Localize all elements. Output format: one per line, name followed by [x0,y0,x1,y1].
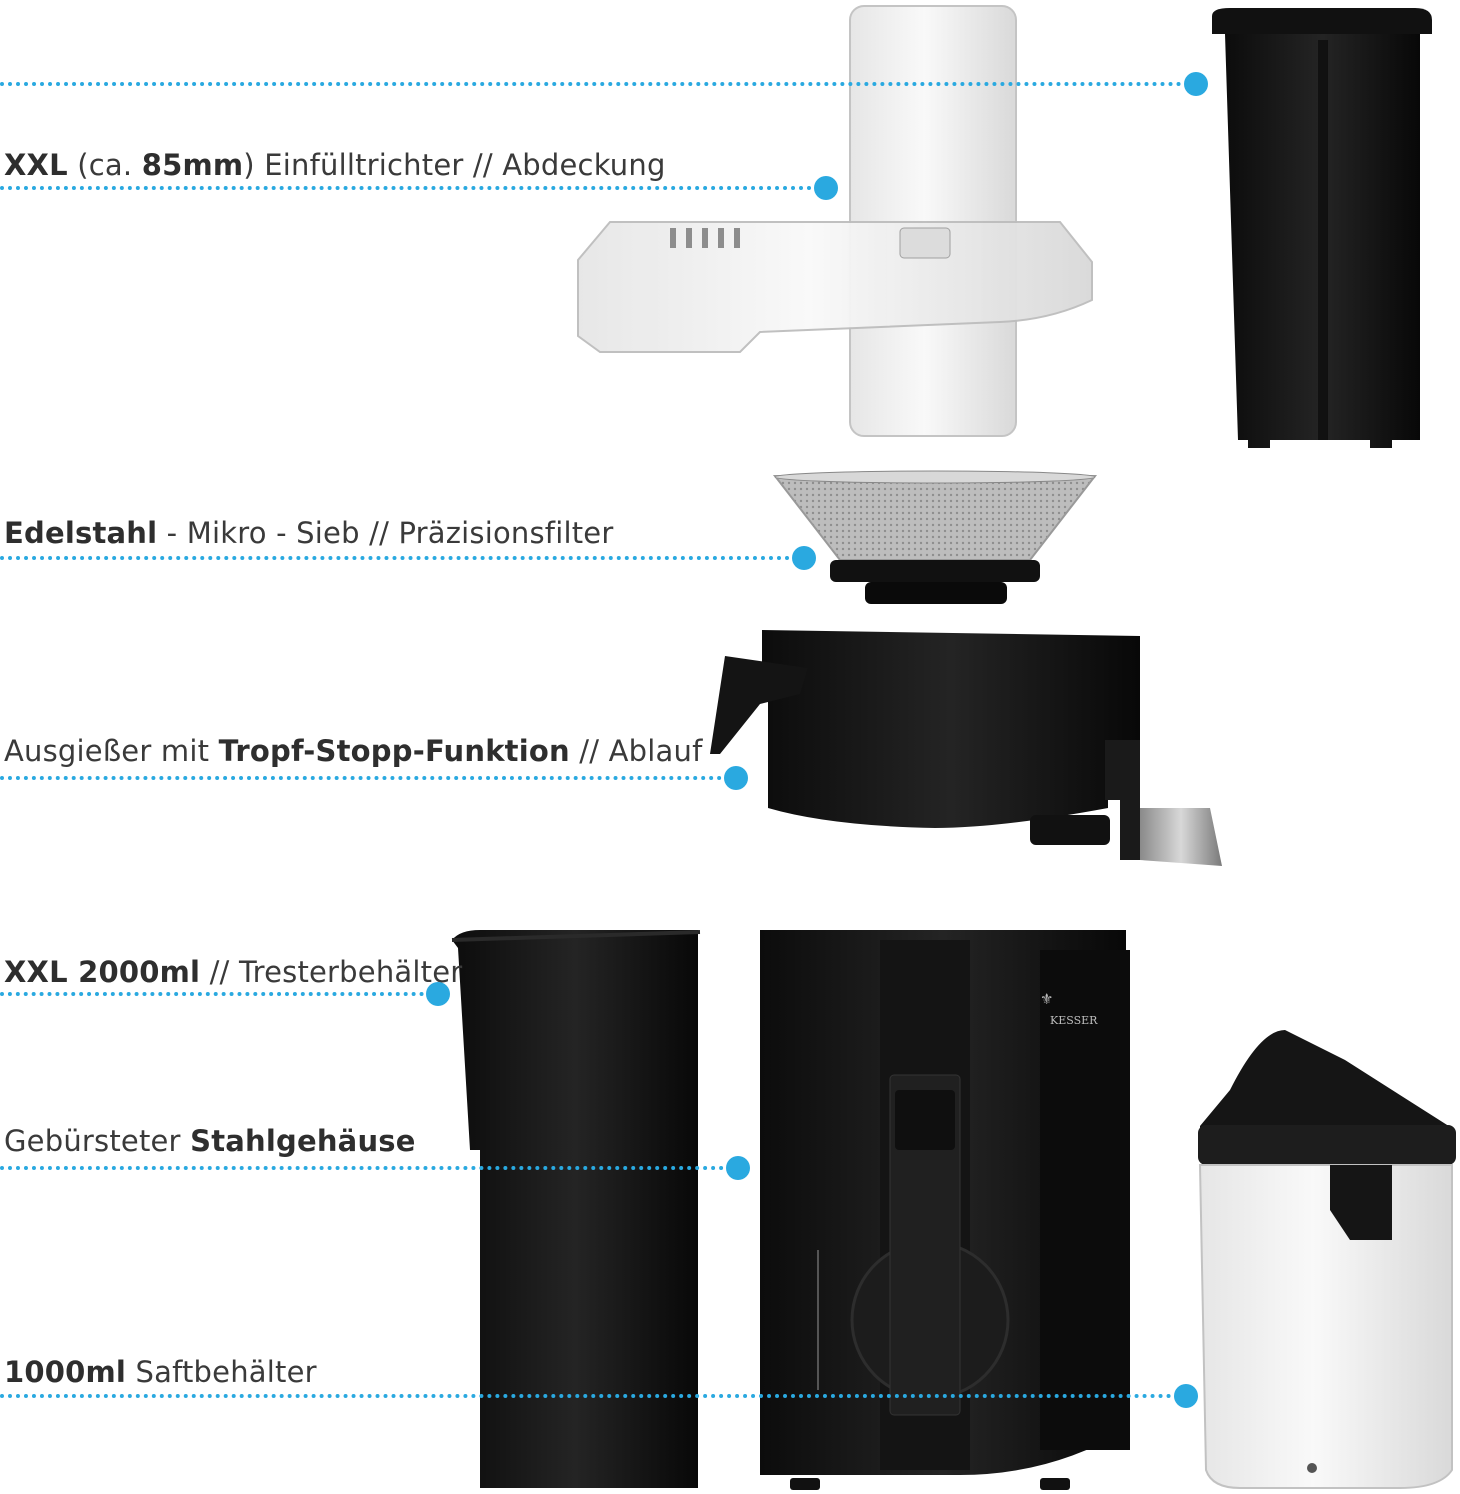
callout-dot-hopper [814,176,838,200]
callout-line-pulp [0,992,432,996]
label-spout: Ausgießer mit Tropf-Stopp-Funktion // Ab… [4,734,703,768]
label-segment: Tropf-Stopp-Funktion [218,734,570,768]
clear-lid [577,221,1093,353]
brand-monogram-icon: ⚜ [1040,990,1053,1008]
callout-dot-spout [724,766,748,790]
label-segment: XXL [4,148,68,182]
label-segment: Ausgießer mit [4,734,219,768]
label-pulp: XXL 2000ml // Tresterbehälter [4,955,462,989]
label-housing: Gebürsteter Stahlgehäuse [4,1124,416,1158]
motor-housing: ⚜ KESSER [760,930,1130,1490]
label-sieve: Edelstahl - Mikro - Sieb // Präzisionsfi… [4,516,613,550]
label-segment: Stahlgehäuse [190,1124,416,1158]
label-segment: // Ablauf [569,734,703,768]
juice-jug [1198,1030,1456,1489]
label-segment: Gebürsteter [4,1124,191,1158]
label-segment: 85mm [141,148,244,182]
callout-line-juice [0,1394,1180,1398]
stainless-sieve [772,470,1098,604]
callout-line-top [0,82,1190,86]
callout-line-sieve [0,556,798,560]
brand-logo: KESSER [1050,1014,1098,1027]
label-hopper: XXL (ca. 85mm) Einfülltrichter // Abdeck… [4,148,666,182]
callout-dot-sieve [792,546,816,570]
label-juice: 1000ml Saftbehälter [4,1355,317,1389]
label-segment: ) Einfülltrichter // Abdeckung [243,148,666,182]
label-segment: 1000ml [4,1355,127,1389]
callout-dot-pulp [426,982,450,1006]
callout-line-hopper [0,186,820,190]
callout-line-spout [0,776,730,780]
pulp-container [451,930,701,1488]
callout-dot-housing [726,1156,750,1180]
juicer-bowl [710,630,1222,866]
callout-line-housing [0,1166,732,1170]
black-pusher [1212,8,1432,448]
label-segment: // Tresterbehälter [200,955,463,989]
label-segment: - Mikro - Sieb // Präzisionsfilter [157,516,614,550]
label-segment: Saftbehälter [126,1355,317,1389]
callout-dot-top [1184,72,1208,96]
callout-dot-juice [1174,1384,1198,1408]
label-segment: Edelstahl [4,516,158,550]
label-segment: XXL 2000ml [4,955,201,989]
label-segment: (ca. [67,148,142,182]
